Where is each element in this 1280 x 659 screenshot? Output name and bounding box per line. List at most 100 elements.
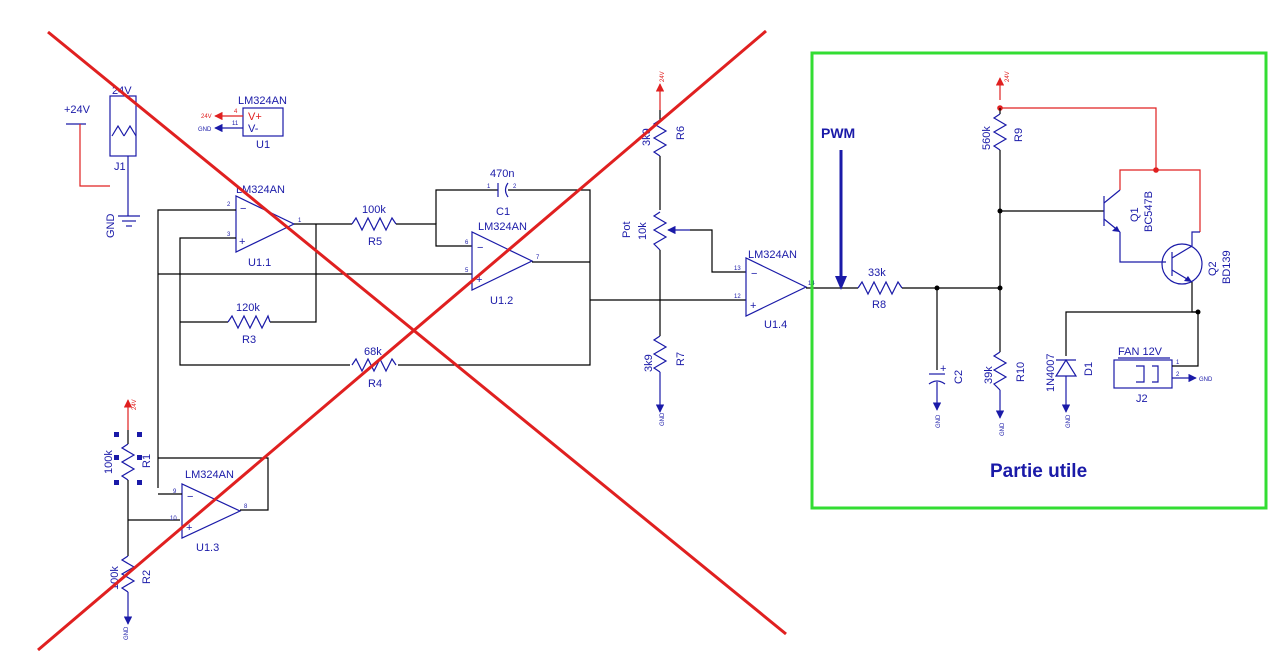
fan-connector-j2: FAN 12V 1 2 J2 GND — [1113, 346, 1213, 405]
c1-pin2: 2 — [513, 184, 517, 190]
r7-ref: R7 — [675, 352, 687, 366]
gnd-r7: GND — [655, 372, 666, 426]
r8-ref: R8 — [872, 299, 886, 311]
c2-gnd-label: GND — [936, 414, 942, 428]
u1-24v-label: 24V — [201, 114, 212, 120]
svg-text:−: − — [477, 242, 483, 254]
r1-value: 100k — [103, 450, 115, 474]
opamp-u1-4: LM324AN U1.4 − + 13 12 14 — [734, 249, 815, 331]
label-j1-gnd: GND — [105, 214, 117, 239]
r1-24v-label: 24V — [132, 399, 138, 410]
potentiometer: Pot 10k — [621, 211, 690, 251]
u1-part: LM324AN — [238, 95, 287, 107]
svg-text:+: + — [239, 236, 245, 248]
r9-24v-label: 24V — [1005, 71, 1011, 82]
opamp-u1-2: LM324AN U1.2 − + 6 5 7 — [465, 221, 540, 307]
u1-4-pin12: 12 — [734, 294, 741, 300]
pot-value: 10k — [637, 222, 649, 240]
r9-value: 560k — [981, 126, 993, 150]
gnd-d1: GND — [1061, 376, 1072, 428]
u1-1-ref: U1.1 — [248, 257, 271, 269]
u1-1-pin2: 2 — [227, 202, 231, 208]
svg-text:−: − — [187, 491, 193, 503]
r6-ref: R6 — [675, 126, 687, 140]
useful-part-frame — [810, 51, 1268, 510]
r10-value: 39k — [983, 366, 995, 384]
d1-part: 1N4007 — [1045, 353, 1057, 392]
c1-value: 470n — [490, 168, 514, 180]
u1-4-ref: U1.4 — [764, 319, 787, 331]
d1-ref: D1 — [1083, 362, 1095, 376]
useful-part-label: Partie utile — [990, 461, 1087, 482]
label-j1-ref: J1 — [114, 161, 126, 173]
gnd-r2: GND — [123, 592, 133, 640]
r1-ref: R1 — [141, 454, 153, 468]
u1-2-pin5: 5 — [465, 268, 469, 274]
j2-gnd-label: GND — [1199, 377, 1213, 383]
u1-vminus: V- — [248, 123, 259, 135]
u1-2-part: LM324AN — [478, 221, 527, 233]
power-24v-r1: 24V — [123, 399, 138, 430]
c2-ref: C2 — [953, 370, 965, 384]
r2-gnd-label: GND — [124, 626, 130, 640]
c1-pin1: 1 — [487, 184, 491, 190]
r8-value: 33k — [868, 267, 886, 279]
u1-pin4: 4 — [234, 109, 238, 115]
q1-part: BC547B — [1143, 191, 1155, 232]
svg-text:+: + — [940, 363, 946, 375]
resistor-r4: 68k R4 — [350, 346, 398, 390]
svg-text:−: − — [240, 203, 246, 215]
resistor-r5: 100k R5 — [351, 204, 397, 248]
r7-value: 3k9 — [643, 354, 655, 372]
r2-ref: R2 — [141, 570, 153, 584]
pwm-label: PWM — [821, 125, 855, 141]
svg-text:−: − — [751, 268, 757, 280]
u1-2-pin6: 6 — [465, 240, 469, 246]
r10-gnd-label: GND — [1000, 422, 1006, 436]
gnd-r10: GND — [995, 390, 1006, 436]
resistor-r6: 3k9 R6 — [641, 110, 687, 157]
r7-gnd-label: GND — [660, 412, 666, 426]
gnd-c2: GND — [932, 382, 942, 428]
resistor-r1: 100k R1 — [103, 432, 153, 485]
j2-pin1: 1 — [1176, 360, 1180, 366]
u1-2-ref: U1.2 — [490, 295, 513, 307]
r10-ref: R10 — [1015, 362, 1027, 382]
r5-value: 100k — [362, 204, 386, 216]
resistor-r10: 39k R10 — [983, 351, 1027, 391]
transistor-q1: Q1 BC547B — [1103, 189, 1155, 233]
j1-connector: +24V 24V J1 GND — [64, 85, 140, 238]
u1-3-pin8: 8 — [244, 504, 248, 510]
label-plus24v: +24V — [64, 104, 91, 116]
q2-ref: Q2 — [1207, 261, 1219, 276]
svg-text:+: + — [476, 274, 482, 286]
r3-value: 120k — [236, 302, 260, 314]
u1-gnd-label: GND — [198, 127, 212, 133]
diode-d1: 1N4007 D1 — [1045, 353, 1095, 392]
opamp-u1-3: LM324AN U1.3 − + 9 10 8 — [170, 469, 248, 554]
resistor-r8: 33k R8 — [857, 267, 903, 311]
resistor-r2: 100k R2 — [109, 555, 153, 593]
opamp-u1-1: LM324AN U1.1 − + 2 3 1 — [227, 184, 302, 269]
u1-power-block: LM324AN 24V GND 4 11 V+ V- U1 — [198, 95, 287, 151]
d1-gnd-label: GND — [1066, 414, 1072, 428]
r6-24v-label: 24V — [660, 71, 666, 82]
u1-3-pin9: 9 — [173, 489, 177, 495]
power-24v-r6: 24V — [655, 71, 666, 110]
u1-3-pin10: 10 — [170, 516, 177, 522]
j2-name: FAN 12V — [1118, 346, 1163, 358]
u1-4-part: LM324AN — [748, 249, 797, 261]
r5-ref: R5 — [368, 236, 382, 248]
u1-pin11: 11 — [232, 121, 239, 127]
power-24v-r9: 24V — [995, 71, 1011, 100]
resistor-r9: 560k R9 — [981, 108, 1025, 151]
u1-1-pin1: 1 — [298, 218, 302, 224]
cross-out-mark — [37, 29, 787, 652]
r3-ref: R3 — [242, 334, 256, 346]
resistor-r7: 3k9 R7 — [643, 335, 687, 373]
svg-text:+: + — [186, 522, 192, 534]
u1-1-part: LM324AN — [236, 184, 285, 196]
capacitor-c1: 470n C1 1 2 — [435, 168, 591, 262]
u1-3-ref: U1.3 — [196, 542, 219, 554]
